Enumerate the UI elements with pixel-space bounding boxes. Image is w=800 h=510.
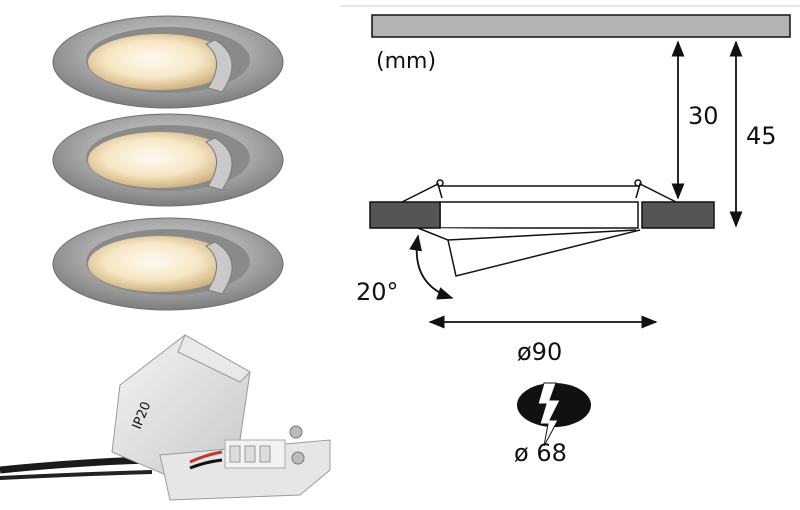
depth-total-label: 45	[746, 122, 777, 150]
flange-left	[369, 201, 441, 229]
product-photos: IP20	[0, 15, 331, 501]
tilt-angle-label: 20°	[356, 278, 399, 306]
flange-right	[641, 201, 715, 229]
dimension-diagram: (mm) 30 45 20° ø90 ø 68	[340, 5, 800, 467]
spotlight-photo-3	[52, 217, 284, 311]
cutout-diameter-label: ø 68	[514, 439, 567, 467]
outer-diameter-label: ø90	[517, 338, 562, 366]
luminaire-cross-section	[401, 179, 677, 277]
unit-label: (mm)	[376, 49, 436, 74]
depth-inner-label: 30	[688, 102, 719, 130]
cutout-symbol	[517, 382, 591, 447]
spotlight-photo-2	[52, 113, 284, 207]
tilt-angle-arrow	[409, 234, 454, 300]
spotlight-photo-1	[52, 15, 284, 109]
ceiling-plate	[371, 14, 791, 38]
connector-box-photo: IP20	[0, 334, 331, 501]
